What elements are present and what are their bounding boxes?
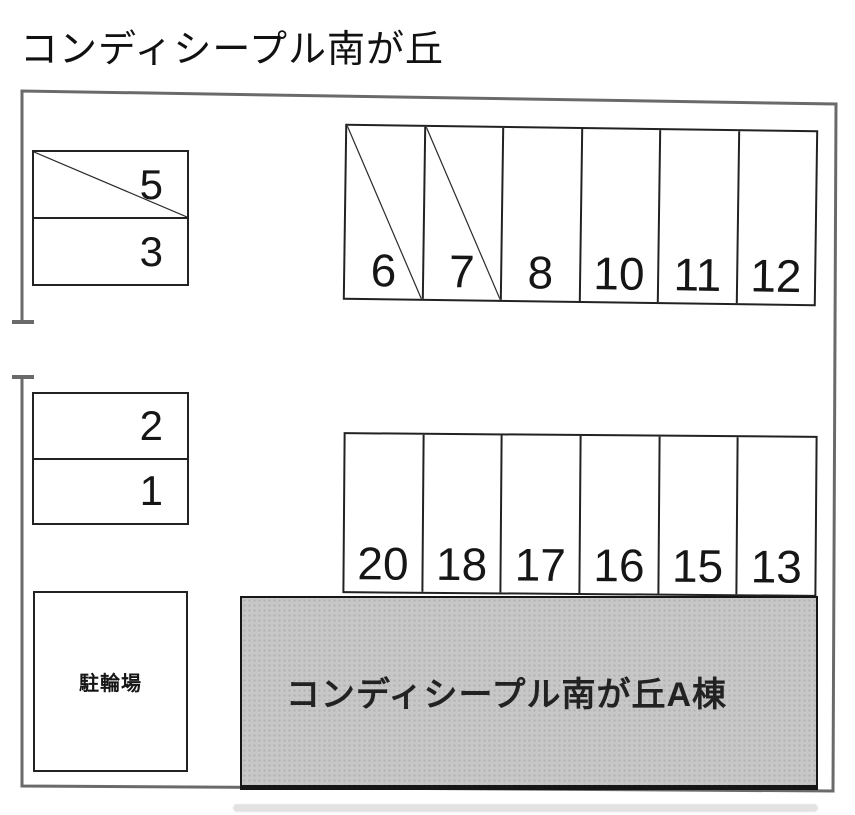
parking-space-1: 1 [34, 460, 187, 524]
parking-space-2: 2 [34, 394, 187, 460]
building-a-label: コンディシープル南が丘A棟 [285, 676, 728, 714]
bicycle-parking-label: 駐輪場 [79, 673, 142, 695]
parking-row-lower: 20 18 17 16 15 13 [342, 432, 818, 597]
parking-space-7: 7 [423, 126, 505, 300]
parking-space-16: 16 [580, 436, 661, 594]
parking-space-6: 6 [344, 125, 426, 299]
space-number: 10 [592, 247, 645, 300]
crossed-out-diagonal-icon [423, 127, 502, 300]
parking-space-13: 13 [738, 437, 816, 595]
parking-space-17: 17 [501, 435, 582, 594]
space-number: 5 [139, 160, 163, 208]
parking-space-15: 15 [659, 436, 739, 595]
parking-space-18: 18 [423, 434, 503, 593]
crossed-out-diagonal-icon [345, 126, 424, 299]
space-number: 15 [671, 539, 724, 593]
parking-space-8: 8 [501, 127, 583, 302]
parking-row-upper: 6 7 8 10 11 12 [342, 123, 819, 307]
crossed-out-diagonal-icon [34, 152, 187, 217]
parking-space-3: 3 [34, 219, 187, 284]
space-number: 17 [514, 538, 567, 591]
space-number: 2 [139, 401, 163, 449]
space-number: 7 [448, 245, 476, 298]
parking-space-20: 20 [344, 434, 425, 592]
bicycle-parking-area: 駐輪場 [33, 591, 188, 772]
page-title: コンディシープル南が丘 [20, 29, 445, 71]
space-number: 1 [139, 467, 163, 515]
scan-artifact [233, 804, 818, 812]
space-number: 16 [593, 539, 645, 592]
parking-space-5: 5 [34, 152, 187, 219]
space-number: 20 [357, 537, 409, 590]
parking-block-2-1: 2 1 [32, 392, 189, 525]
space-number: 3 [139, 227, 163, 275]
space-number: 18 [435, 537, 488, 591]
space-number: 12 [749, 249, 802, 303]
space-number: 13 [750, 540, 803, 593]
space-number: 8 [527, 246, 554, 299]
space-number: 11 [673, 248, 722, 301]
parking-space-11: 11 [658, 130, 740, 304]
parking-space-12: 12 [737, 131, 816, 304]
building-a: コンディシープル南が丘A棟 [240, 596, 818, 790]
space-number: 6 [370, 244, 397, 297]
parking-block-5-3: 5 3 [32, 150, 189, 286]
parking-space-10: 10 [580, 129, 662, 303]
